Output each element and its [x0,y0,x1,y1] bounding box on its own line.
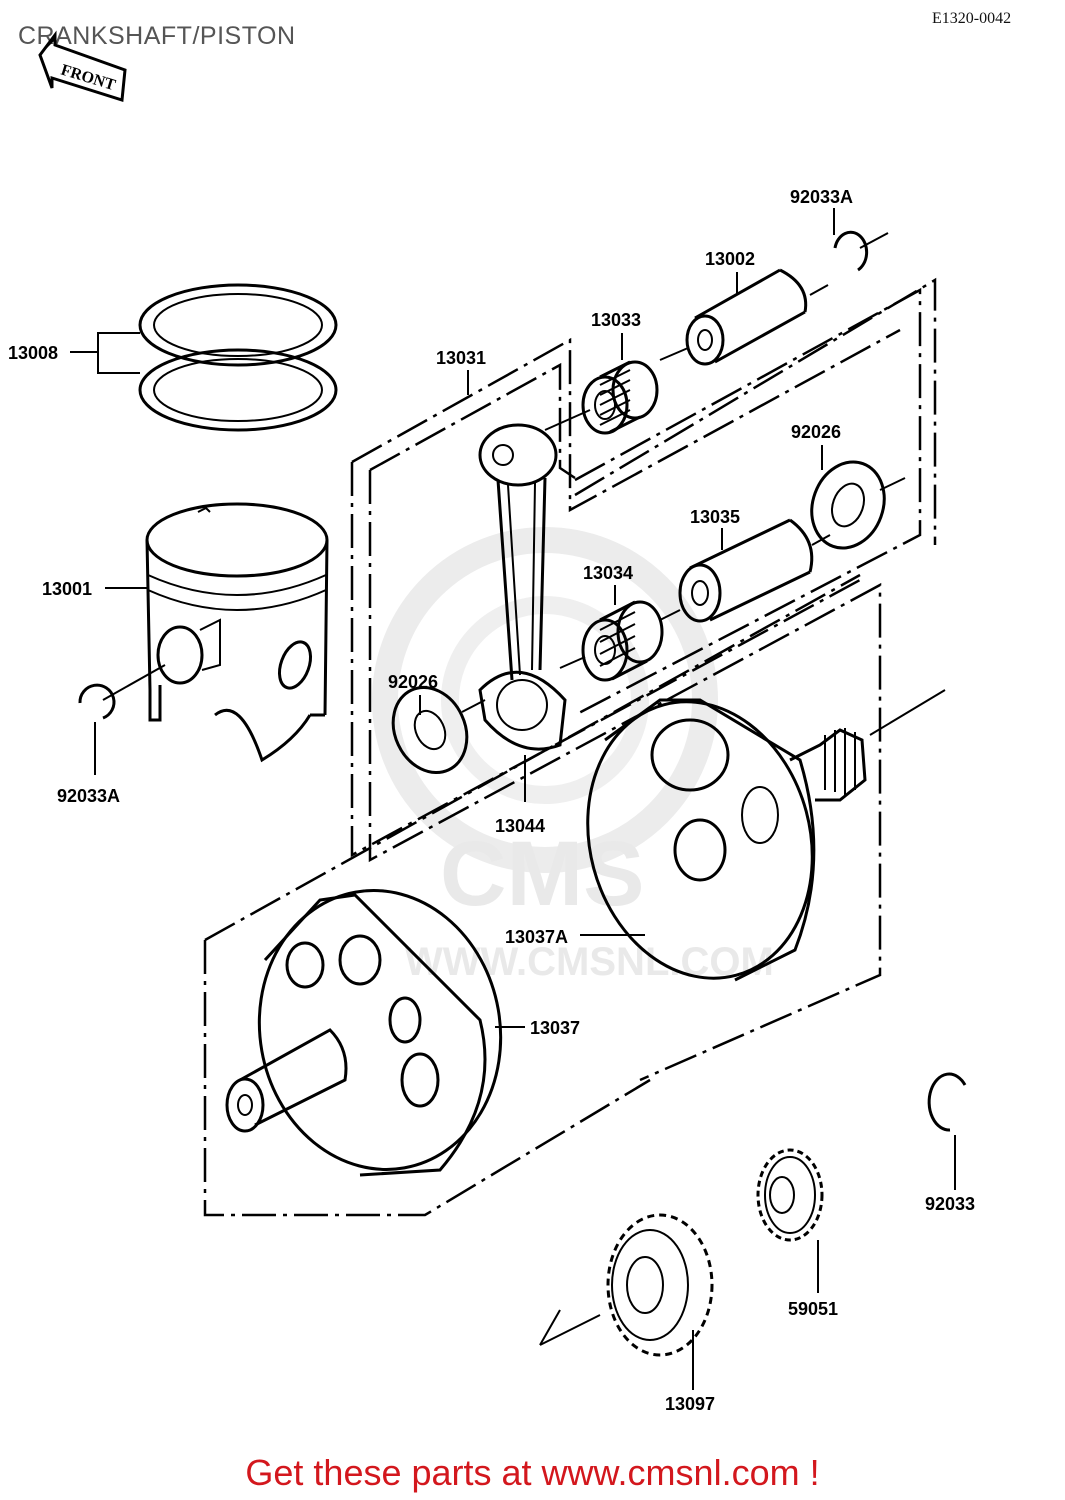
gear-small [756,1148,824,1242]
leader-lines [70,208,956,1390]
circlip-right [833,230,889,272]
crank-pin [678,518,831,623]
part-label[interactable]: 13031 [436,348,486,368]
watermark-logo: CMS [440,823,644,925]
part-label[interactable]: 13002 [705,249,755,269]
footer-link[interactable]: Get these parts at www.cmsnl.com ! [245,1452,820,1493]
part-label[interactable]: 92033A [790,187,853,207]
snap-ring [927,1072,967,1132]
piston-pin [659,268,829,366]
part-label[interactable]: 13033 [591,310,641,330]
drawing-code: E1320-0042 [932,10,1012,27]
small-end-bearing [581,360,659,435]
part-label[interactable]: 92026 [791,422,841,442]
gear-large [539,1213,714,1357]
part-label[interactable]: 92026 [388,672,438,692]
connecting-rod [478,409,591,751]
watermark: CMS WWW.CMSNL.COM [372,527,774,984]
part-labels: 13008 13001 92033A 13031 13033 13002 920… [8,187,975,1414]
part-label[interactable]: 13035 [690,507,740,527]
front-indicator: FRONT [38,30,127,102]
circlip-left [78,664,166,720]
part-label[interactable]: 13001 [42,579,92,599]
part-label[interactable]: 92033 [925,1194,975,1214]
part-label[interactable]: 59051 [788,1299,838,1319]
part-label[interactable]: 13044 [495,816,545,836]
watermark-url: WWW.CMSNL.COM [405,940,774,984]
assembly-outlines [203,277,937,1217]
big-end-bearing [559,600,681,682]
part-label[interactable]: 13008 [8,343,58,363]
crank-half-left [225,889,503,1177]
part-label[interactable]: 13037 [530,1018,580,1038]
part-label[interactable]: 13097 [665,1394,715,1414]
part-label[interactable]: 13037A [505,927,568,947]
piston-rings [138,283,338,432]
piston [145,502,329,763]
crank-half-right [586,689,946,982]
thrust-washer-left [391,685,486,775]
thrust-washer-right [810,460,906,550]
part-label[interactable]: 92033A [57,786,120,806]
part-label[interactable]: 13034 [583,563,633,583]
page-title: CRANKSHAFT/PISTON [18,22,296,50]
